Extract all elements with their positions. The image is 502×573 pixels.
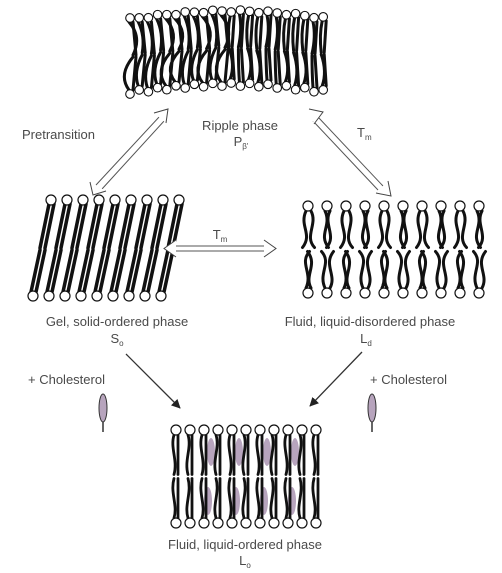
main-transition-label-gel-fluid: Tm xyxy=(213,227,228,247)
main-transition-label-ripple: Tm xyxy=(357,125,372,145)
gel-phase-symbol: So xyxy=(110,331,123,351)
ripple-phase-symbol: Pβ' xyxy=(234,134,249,154)
pretransition-label: Pretransition xyxy=(22,127,95,142)
cholesterol-icon-right xyxy=(368,394,376,432)
liquid-ordered-phase-label: Fluid, liquid-ordered phase xyxy=(168,537,322,552)
fluid-to-lo-arrow xyxy=(310,352,362,406)
fluid-phase-symbol: Ld xyxy=(360,331,372,351)
ripple-phase-label: Ripple phase xyxy=(202,118,278,133)
liquid-ordered-phase-symbol: Lo xyxy=(239,553,251,573)
ripple-phase-bilayer xyxy=(124,6,327,99)
gel-to-lo-arrow xyxy=(126,354,180,408)
gel-phase-label: Gel, solid-ordered phase xyxy=(46,314,188,329)
main-transition-arrow-ripple-fluid xyxy=(309,109,391,196)
cholesterol-icon-left xyxy=(99,394,107,432)
fluid-phase-bilayer xyxy=(303,201,486,298)
cholesterol-label-left: + Cholesterol xyxy=(28,372,105,387)
liquid-ordered-bilayer xyxy=(171,425,321,528)
gel-phase-bilayer xyxy=(28,195,184,301)
fluid-phase-label: Fluid, liquid-disordered phase xyxy=(285,314,456,329)
cholesterol-label-right: + Cholesterol xyxy=(370,372,447,387)
pretransition-arrow xyxy=(90,109,168,195)
